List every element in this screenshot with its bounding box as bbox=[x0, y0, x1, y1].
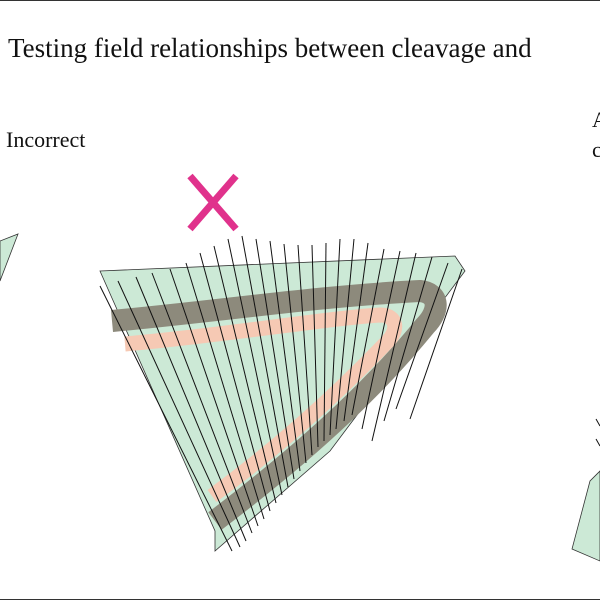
right-panel-text-fragment-1: A bbox=[592, 107, 600, 133]
axial-cleavage-lines bbox=[99, 235, 463, 552]
incorrect-x-mark bbox=[187, 173, 239, 232]
figure-title: Testing field relationships between clea… bbox=[8, 33, 532, 63]
left-panel-partial-band bbox=[0, 233, 19, 282]
right-panel-text-fragment-2: c bbox=[592, 137, 600, 163]
fold-dark-layer bbox=[110, 280, 447, 530]
right-panel-partial-band bbox=[571, 470, 600, 562]
incorrect-label: Incorrect bbox=[6, 127, 86, 152]
right-panel-partial-marks bbox=[595, 418, 600, 447]
